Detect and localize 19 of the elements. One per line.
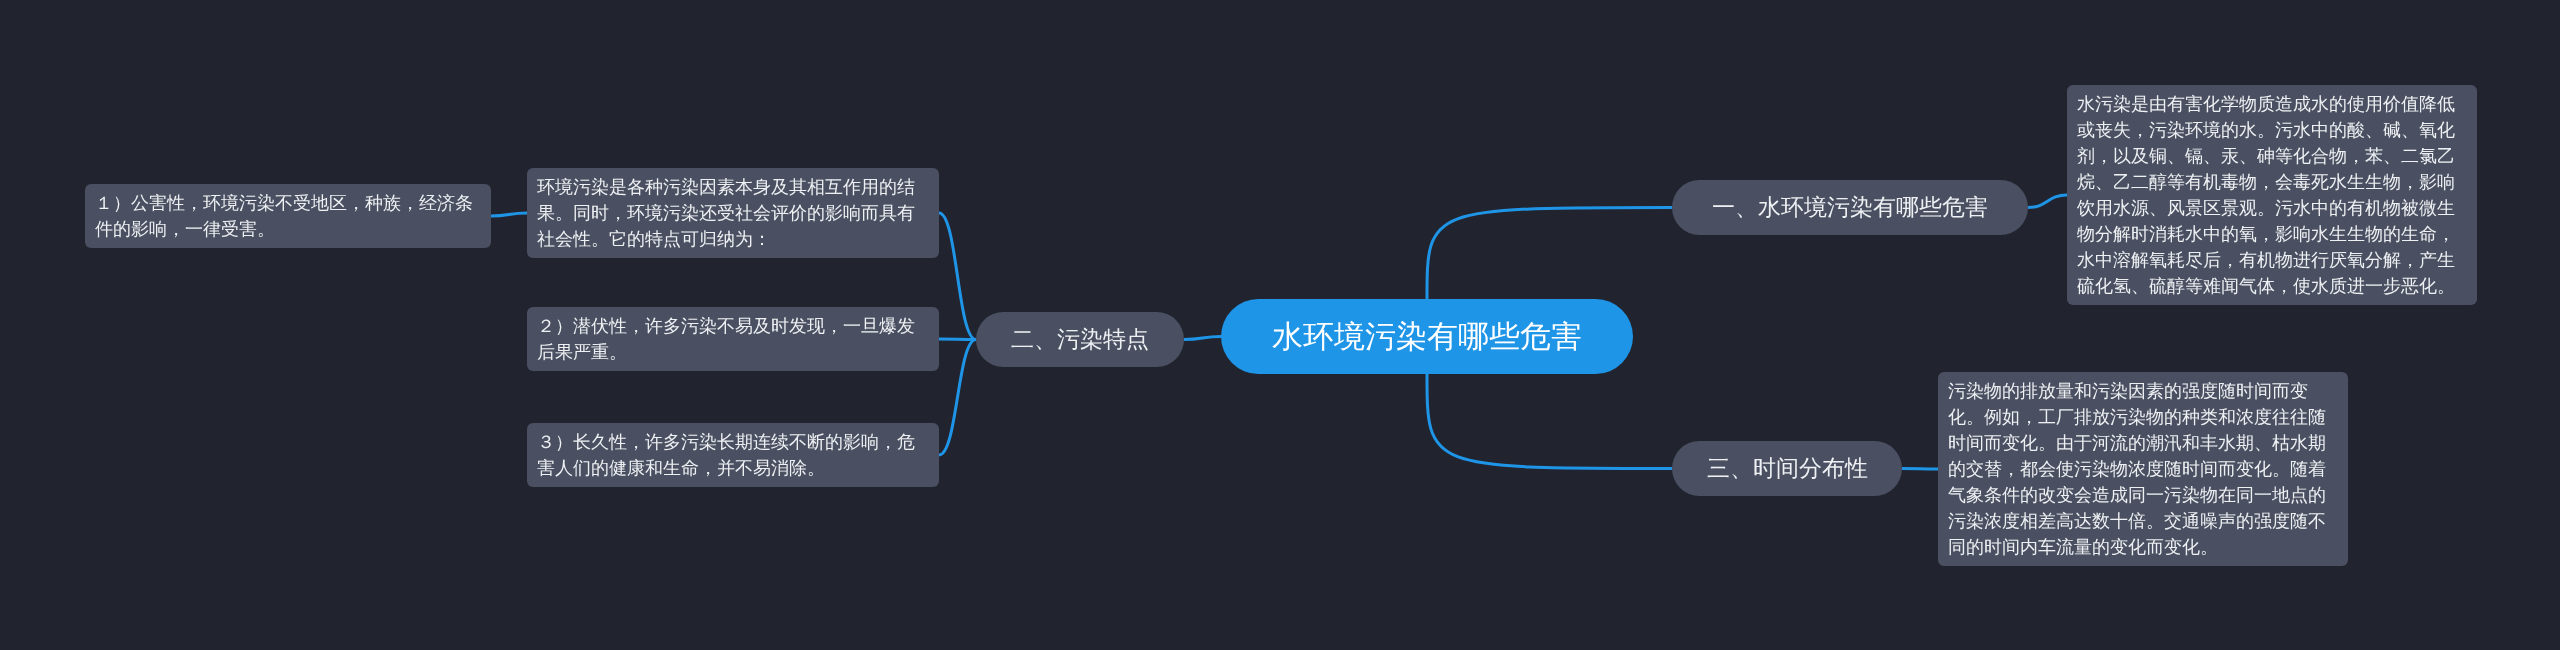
note-box: １）公害性，环境污染不受地区，种族，经济条件的影响，一律受害。 — [85, 184, 491, 248]
connector-line — [2027, 193, 2068, 209]
connector-line — [1425, 206, 1672, 299]
topic-pill: 一、水环境污染有哪些危害 — [1672, 180, 2028, 235]
connector-line — [1902, 467, 1938, 471]
note-box: 水污染是由有害化学物质造成水的使用价值降低或丧失，污染环境的水。污水中的酸、碱、氧化剂，以及铜、镉、汞、砷等化合物，苯、二氯乙烷、乙二醇等有机毒物，会毒死水生生物，影响饮用水源、风景区景观。污水中的有机物被微生物分解时消耗水中的氧，影响水生生物的生命，水中溶解氧耗尽后，有机物进行厌氧分解，产生硫化氢、硫醇等难闻气体，使水质进一步恶化。 — [2067, 85, 2477, 305]
connector-line — [938, 211, 977, 341]
connector-line — [490, 211, 528, 218]
note-box: ３）长久性，许多污染长期连续不断的影响，危害人们的健康和生命，并不易消除。 — [527, 423, 939, 487]
note-box: 污染物的排放量和污染因素的强度随时间而变化。例如，工厂排放污染物的种类和浓度往往随时间而变化。由于河流的潮汛和丰水期、枯水期的交替，都会使污染物浓度随时间而变化。随着气象条件的改变会造成同一污染物在同一地点的污染浓度相差高达数十倍。交通噪声的强度随不同的时间内车流量的变化而变化。 — [1938, 372, 2348, 566]
note-box: 环境污染是各种污染因素本身及其相互作用的结果。同时，环境污染还受社会评价的影响而具有社会性。它的特点可归纳为： — [527, 168, 939, 258]
note-box: ２）潜伏性，许多污染不易及时发现，一旦爆发后果严重。 — [527, 307, 939, 371]
connector-line — [1425, 374, 1672, 470]
topic-pill: 二、污染特点 — [976, 312, 1184, 367]
topic-pill: 三、时间分布性 — [1672, 441, 1902, 496]
connector-line — [939, 337, 976, 341]
central-topic: 水环境污染有哪些危害 — [1221, 299, 1633, 374]
connector-line — [1183, 335, 1222, 341]
connector-line — [938, 338, 977, 457]
